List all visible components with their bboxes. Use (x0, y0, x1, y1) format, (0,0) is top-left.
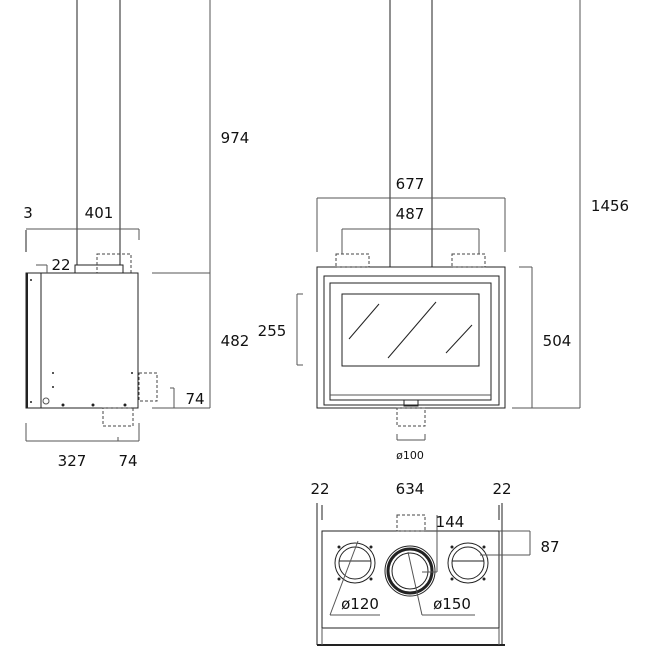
dim-487: 487 (396, 205, 425, 223)
dim-482: 482 (221, 332, 250, 350)
dim-327: 327 (58, 452, 87, 470)
dim-3: 3 (23, 204, 33, 222)
dim-144: 144 (436, 513, 465, 531)
dim-22-right: 22 (492, 480, 511, 498)
dim-634: 634 (396, 480, 425, 498)
glass (341, 293, 480, 367)
dim-22-left: 22 (310, 480, 329, 498)
dim-74-height: 74 (185, 390, 204, 408)
flue-center (384, 545, 436, 597)
dim-677: 677 (396, 175, 425, 193)
dim-22: 22 (51, 256, 70, 274)
dim-74-depth: 74 (118, 452, 137, 470)
dim-o100: ø100 (396, 449, 424, 462)
dim-o150: ø150 (433, 595, 471, 613)
side-body (25, 272, 139, 409)
duct-left (334, 542, 376, 584)
dim-o120: ø120 (341, 595, 379, 613)
side-view: 3 401 22 974 482 74 327 74 (23, 0, 249, 470)
dim-87: 87 (540, 538, 559, 556)
front-view: 677 487 1456 504 255 ø100 (258, 0, 629, 462)
flue-collar (74, 264, 124, 274)
dim-974: 974 (221, 129, 250, 147)
dim-1456: 1456 (591, 197, 629, 215)
top-body (321, 530, 500, 629)
dim-255: 255 (258, 322, 287, 340)
dim-401: 401 (85, 204, 114, 222)
top-view: 22 634 22 144 87 ø120 ø150 (310, 480, 560, 646)
door (329, 282, 492, 401)
dim-504: 504 (543, 332, 572, 350)
front-frame (316, 266, 506, 409)
duct-right (447, 542, 489, 584)
